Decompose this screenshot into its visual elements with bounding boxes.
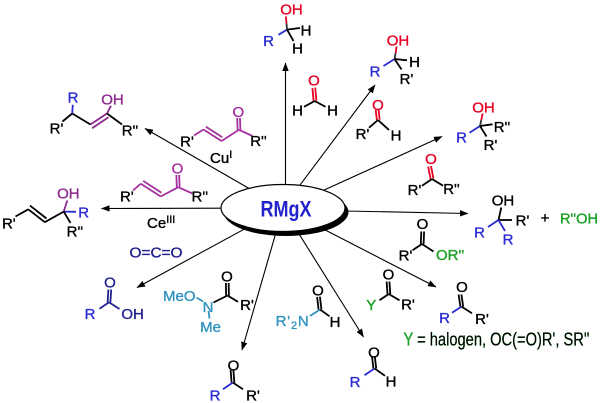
svg-text:H: H <box>301 22 312 39</box>
svg-text:OH: OH <box>101 92 124 109</box>
svg-text:R'': R'' <box>192 189 209 206</box>
svg-text:R: R <box>210 388 221 403</box>
svg-text:R': R' <box>401 297 415 314</box>
svg-text:N: N <box>203 299 214 316</box>
svg-text:O: O <box>308 72 320 89</box>
svg-text:O: O <box>383 267 395 284</box>
svg-text:H: H <box>330 314 341 331</box>
svg-text:O: O <box>232 104 244 121</box>
svg-text:O: O <box>456 279 468 296</box>
svg-text:R': R' <box>240 297 254 314</box>
svg-text:O: O <box>417 216 429 233</box>
svg-text:R'2N: R'2N <box>276 313 310 332</box>
svg-text:RMgX: RMgX <box>261 197 312 222</box>
svg-text:MeO: MeO <box>163 288 196 305</box>
svg-text:R''OH: R''OH <box>560 211 598 228</box>
svg-text:R'': R'' <box>250 133 267 150</box>
svg-text:O: O <box>372 97 384 114</box>
svg-text:OH: OH <box>387 32 410 49</box>
svg-text:R': R' <box>120 189 134 206</box>
svg-text:O: O <box>368 345 380 362</box>
svg-text:O: O <box>312 283 324 300</box>
svg-text:R: R <box>370 63 381 80</box>
svg-text:O: O <box>172 161 184 178</box>
svg-text:R': R' <box>2 216 16 233</box>
svg-text:R': R' <box>400 71 414 88</box>
svg-text:R'': R'' <box>443 181 460 198</box>
svg-text:OH: OH <box>57 186 80 203</box>
svg-text:R': R' <box>475 311 489 328</box>
svg-text:R': R' <box>246 388 260 403</box>
svg-text:R'': R'' <box>494 119 511 136</box>
svg-text:Y = halogen, OC(=O)R', SR'': Y = halogen, OC(=O)R', SR'' <box>404 330 590 350</box>
svg-text:R': R' <box>50 121 64 138</box>
svg-text:O: O <box>104 275 116 292</box>
svg-text:R: R <box>439 310 450 327</box>
svg-text:O=C=O: O=C=O <box>130 245 183 262</box>
svg-text:H: H <box>409 54 420 71</box>
svg-text:R: R <box>68 90 79 107</box>
svg-text:R: R <box>350 374 361 391</box>
svg-text:R': R' <box>180 134 194 151</box>
svg-text:+: + <box>541 210 550 227</box>
svg-text:H: H <box>327 102 338 119</box>
svg-text:H: H <box>386 374 397 391</box>
svg-text:R: R <box>78 205 89 222</box>
svg-text:R': R' <box>516 213 530 230</box>
svg-text:R': R' <box>399 247 413 264</box>
svg-text:R: R <box>85 306 96 323</box>
svg-text:R: R <box>474 224 485 241</box>
svg-text:OH: OH <box>492 193 515 210</box>
svg-text:R: R <box>503 232 514 249</box>
svg-text:H: H <box>292 40 303 57</box>
svg-text:OH: OH <box>121 306 143 323</box>
svg-text:Y: Y <box>366 297 376 314</box>
svg-text:R'': R'' <box>122 123 139 140</box>
svg-text:OR'': OR'' <box>436 247 464 264</box>
svg-text:R'': R'' <box>67 224 84 241</box>
svg-text:Me: Me <box>200 319 221 336</box>
svg-text:R': R' <box>408 182 422 199</box>
svg-text:OH: OH <box>472 99 495 116</box>
svg-text:R: R <box>456 129 467 146</box>
svg-text:H: H <box>391 127 402 144</box>
svg-text:R': R' <box>356 126 370 143</box>
svg-text:OH: OH <box>280 1 303 18</box>
svg-text:O: O <box>221 269 233 286</box>
svg-text:O: O <box>425 151 437 168</box>
svg-text:R': R' <box>484 137 498 154</box>
svg-text:CuI: CuI <box>210 149 232 167</box>
svg-text:R: R <box>263 33 274 50</box>
svg-text:O: O <box>228 358 240 375</box>
svg-text:H: H <box>292 102 303 119</box>
